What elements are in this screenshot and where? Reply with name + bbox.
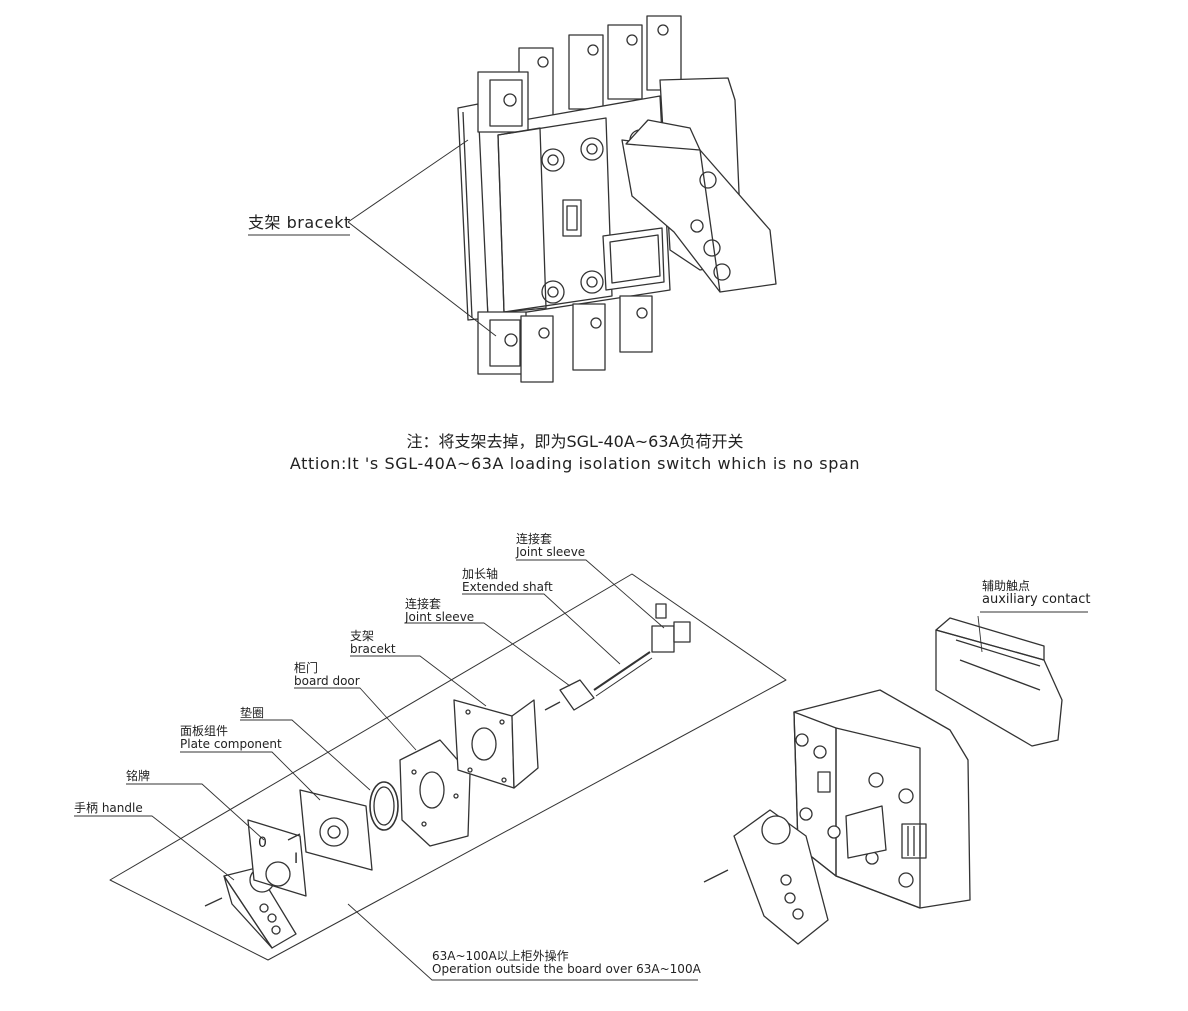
note-chinese: 注：将支架去掉，即为SGL-40A~63A负荷开关 — [406, 432, 744, 451]
operation-en: Operation outside the board over 63A~100… — [432, 962, 701, 976]
right-assembly — [703, 611, 1088, 945]
extended-shaft-en: Extended shaft — [462, 580, 553, 594]
operation-label: 63A~100A以上柜外操作 Operation outside the boa… — [432, 950, 701, 976]
dial-off-mark: 0 — [258, 835, 267, 851]
plate-component-label: 面板组件 Plate component — [180, 725, 282, 751]
board-door-cn: 柜门 — [294, 661, 319, 675]
board-door-en: board door — [294, 674, 360, 688]
gasket-label: 垫圈 — [240, 707, 264, 720]
extended-shaft-label: 加长轴 Extended shaft — [462, 568, 553, 594]
note-english: Attion:It 's SGL-40A~63A loading isolati… — [289, 454, 861, 473]
exploded-leader-lines — [74, 559, 698, 981]
board-door-label: 柜门 board door — [294, 662, 360, 688]
handle-cn: 手柄 handle — [74, 801, 143, 815]
handle-label: 手柄 handle — [74, 802, 143, 815]
joint-sleeve-label: 连接套 Joint sleeve — [405, 598, 474, 624]
joint-sleeve-top-en: Joint sleeve — [516, 545, 586, 559]
bracket-label: 支架 bracekt — [248, 213, 351, 232]
joint-sleeve-top-label: 连接套 Joint sleeve — [516, 533, 585, 559]
gasket-cn: 垫圈 — [240, 706, 265, 720]
operation-plane — [109, 573, 787, 961]
top-switch-assembly — [457, 15, 777, 383]
joint-sleeve-cn: 连接套 — [405, 597, 442, 611]
bracket-part-cn: 支架 — [350, 629, 375, 643]
plate-component-en: Plate component — [180, 737, 282, 751]
joint-sleeve-en: Joint sleeve — [405, 610, 475, 624]
aux-contact-label: 辅助触点 auxiliary contact — [982, 579, 1091, 607]
aux-contact-cn: 辅助触点 — [982, 579, 1031, 593]
nameplate-cn: 铭牌 — [126, 769, 151, 783]
exploded-parts — [204, 603, 691, 949]
joint-sleeve-top-cn: 连接套 — [516, 532, 553, 546]
bracket-part-label: 支架 bracekt — [350, 630, 396, 656]
bracket-part-en: bracekt — [350, 642, 396, 656]
dial-on-mark: I — [294, 851, 299, 867]
extended-shaft-cn: 加长轴 — [462, 567, 499, 581]
nameplate-label: 铭牌 — [126, 770, 150, 783]
aux-contact-en: auxiliary contact — [982, 592, 1091, 607]
plate-component-cn: 面板组件 — [180, 724, 229, 738]
bracket-leader-lines — [248, 139, 497, 337]
operation-cn: 63A~100A以上柜外操作 — [432, 949, 569, 963]
